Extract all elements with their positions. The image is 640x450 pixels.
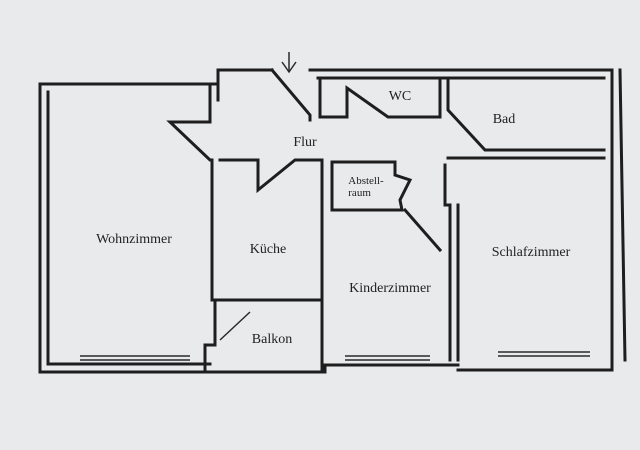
- abstellraum-line1: Abstell-: [348, 175, 384, 187]
- outer-walls: [38, 68, 627, 374]
- room-label-wc: WC: [388, 89, 412, 104]
- room-label-kueche: Küche: [249, 242, 287, 257]
- room-label-schlafzimmer: Schlafzimmer: [491, 245, 571, 260]
- room-label-bad: Bad: [492, 112, 516, 127]
- room-label-balkon: Balkon: [251, 332, 293, 347]
- room-label-wohnzimmer: Wohnzimmer: [96, 232, 172, 247]
- room-label-abstellraum: Abstell- raum: [348, 175, 383, 199]
- room-label-flur: Flur: [293, 135, 317, 150]
- interior-walls: [166, 67, 606, 374]
- windows: [80, 351, 590, 361]
- entrance-arrow-icon: [281, 52, 297, 74]
- room-label-kinderzimmer: Kinderzimmer: [349, 281, 431, 296]
- abstellraum-line2: raum: [348, 187, 371, 199]
